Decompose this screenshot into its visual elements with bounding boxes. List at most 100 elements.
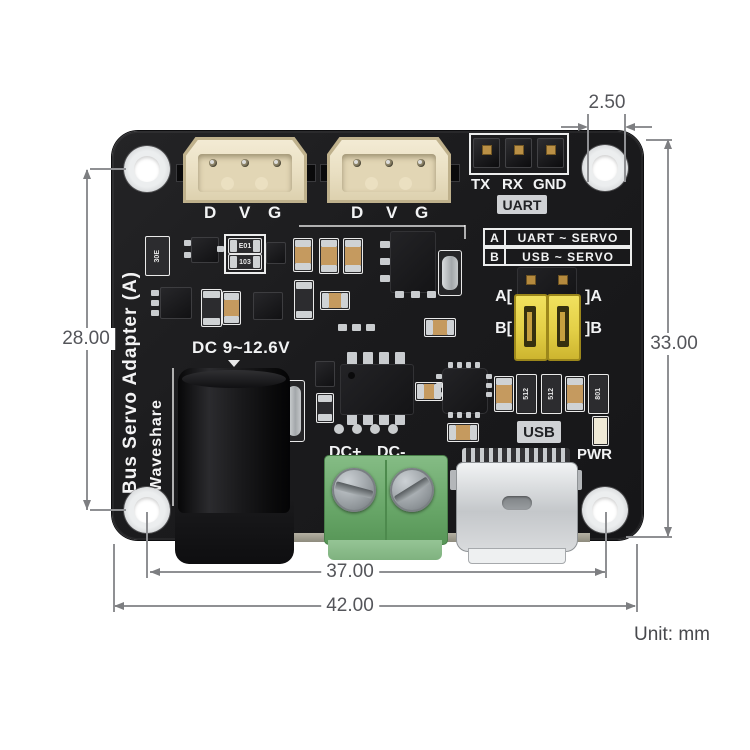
servo-pin xyxy=(417,159,425,167)
arrow-down xyxy=(83,500,91,510)
extension-line xyxy=(113,544,115,612)
capacitor xyxy=(320,291,350,310)
jumper-label-a-left: A[ xyxy=(495,288,512,305)
capacitor xyxy=(494,376,514,412)
jumper-cap-left xyxy=(514,294,548,361)
resistor-marking: E01 xyxy=(238,242,252,250)
lead xyxy=(475,412,480,418)
power-led xyxy=(592,416,609,446)
lead xyxy=(395,412,405,425)
lead xyxy=(486,374,492,379)
lead xyxy=(475,362,480,368)
lead xyxy=(486,383,492,388)
lead xyxy=(486,392,492,397)
servo2-pin-label-v: V xyxy=(386,203,398,222)
solder-pad xyxy=(334,424,344,434)
capacitor xyxy=(447,423,479,442)
servo-pin xyxy=(273,159,281,167)
lead xyxy=(380,275,390,282)
lead xyxy=(411,291,420,298)
resistor: E01 xyxy=(228,238,262,254)
lead xyxy=(347,352,357,365)
arrow-up xyxy=(664,139,672,149)
capacitor xyxy=(565,376,585,412)
lead xyxy=(151,300,159,306)
resistor-pair-outline xyxy=(224,234,266,274)
capacitor-electrolytic xyxy=(438,250,462,296)
lead xyxy=(466,362,471,368)
jumper-cap-right xyxy=(547,294,581,361)
solder-pad xyxy=(370,424,380,434)
connector-bump xyxy=(365,177,378,190)
resistor: 512 xyxy=(541,374,562,414)
ic-pin1-dot xyxy=(348,372,355,379)
lead xyxy=(184,240,191,246)
board-edge-sliver xyxy=(446,533,458,542)
dim-bottom-hole-spacing: 37.00 xyxy=(321,561,379,583)
extension-line xyxy=(646,139,672,141)
lead xyxy=(457,412,462,418)
qfn-ic xyxy=(442,368,488,414)
dimension-line-250 xyxy=(628,126,652,128)
usb-c-port xyxy=(456,462,578,552)
resistor xyxy=(294,280,314,320)
arrow-down xyxy=(664,527,672,537)
dim-board-height: 33.00 xyxy=(645,333,703,355)
jumper-label-b-left: B[ xyxy=(495,320,512,337)
arrow-right xyxy=(626,602,636,610)
servo-pin xyxy=(209,159,217,167)
transistor-sot23 xyxy=(191,237,219,263)
dc-barrel-jack xyxy=(178,368,290,513)
lead xyxy=(448,412,453,418)
lead xyxy=(363,352,373,365)
uart-header-pin-rx xyxy=(505,138,532,168)
transistor-sot23 xyxy=(266,242,286,264)
arrow-right xyxy=(578,123,588,131)
arrow-up xyxy=(83,169,91,179)
extension-line xyxy=(624,110,626,182)
connector-bump xyxy=(255,177,268,190)
dim-left-hole-spacing: 28.00 xyxy=(57,328,115,350)
board-edge-sliver xyxy=(576,533,590,542)
resistor xyxy=(316,393,334,423)
lead xyxy=(379,352,389,365)
resistor: 30E xyxy=(145,236,170,276)
extension-line xyxy=(626,536,672,538)
arrow-left xyxy=(150,568,160,576)
extension-line xyxy=(636,544,638,612)
resistor-marking: 801 xyxy=(595,388,602,400)
product-name-silkscreen: Bus Servo Adapter (A) xyxy=(120,271,141,494)
connector-bump xyxy=(399,177,412,190)
power-regulator-ic xyxy=(390,231,436,293)
solder-pad xyxy=(388,424,398,434)
lead xyxy=(151,310,159,316)
lead xyxy=(427,291,436,298)
dim-hole-diameter: 2.50 xyxy=(583,92,631,114)
servo-pin xyxy=(353,159,361,167)
silkscreen-trace xyxy=(464,225,466,239)
jumper-pin xyxy=(560,312,565,341)
extension-line xyxy=(90,168,126,170)
terminal-flange xyxy=(328,540,442,560)
soic8-ic xyxy=(340,364,414,415)
jumper-pin xyxy=(527,312,532,341)
arrow-left xyxy=(114,602,124,610)
lead xyxy=(448,362,453,368)
extension-line xyxy=(90,509,126,511)
brand-silkscreen: Waveshare xyxy=(148,399,165,492)
resistor-marking: 30E xyxy=(154,249,161,263)
resistor: 512 xyxy=(516,374,537,414)
solder-pad xyxy=(352,424,362,434)
uart-pin-label-rx: RX xyxy=(502,176,523,193)
resistor: 801 xyxy=(588,374,609,414)
transistor-sot23 xyxy=(253,292,283,320)
extension-line xyxy=(146,512,148,578)
lead xyxy=(379,412,389,425)
resistor xyxy=(201,289,222,327)
transistor-sot23 xyxy=(315,361,335,387)
capacitor xyxy=(293,238,313,272)
dc-input-range-label: DC 9~12.6V xyxy=(192,338,291,357)
mode-table-value-a: UART ~ SERVO xyxy=(504,228,632,247)
lead xyxy=(380,258,390,265)
